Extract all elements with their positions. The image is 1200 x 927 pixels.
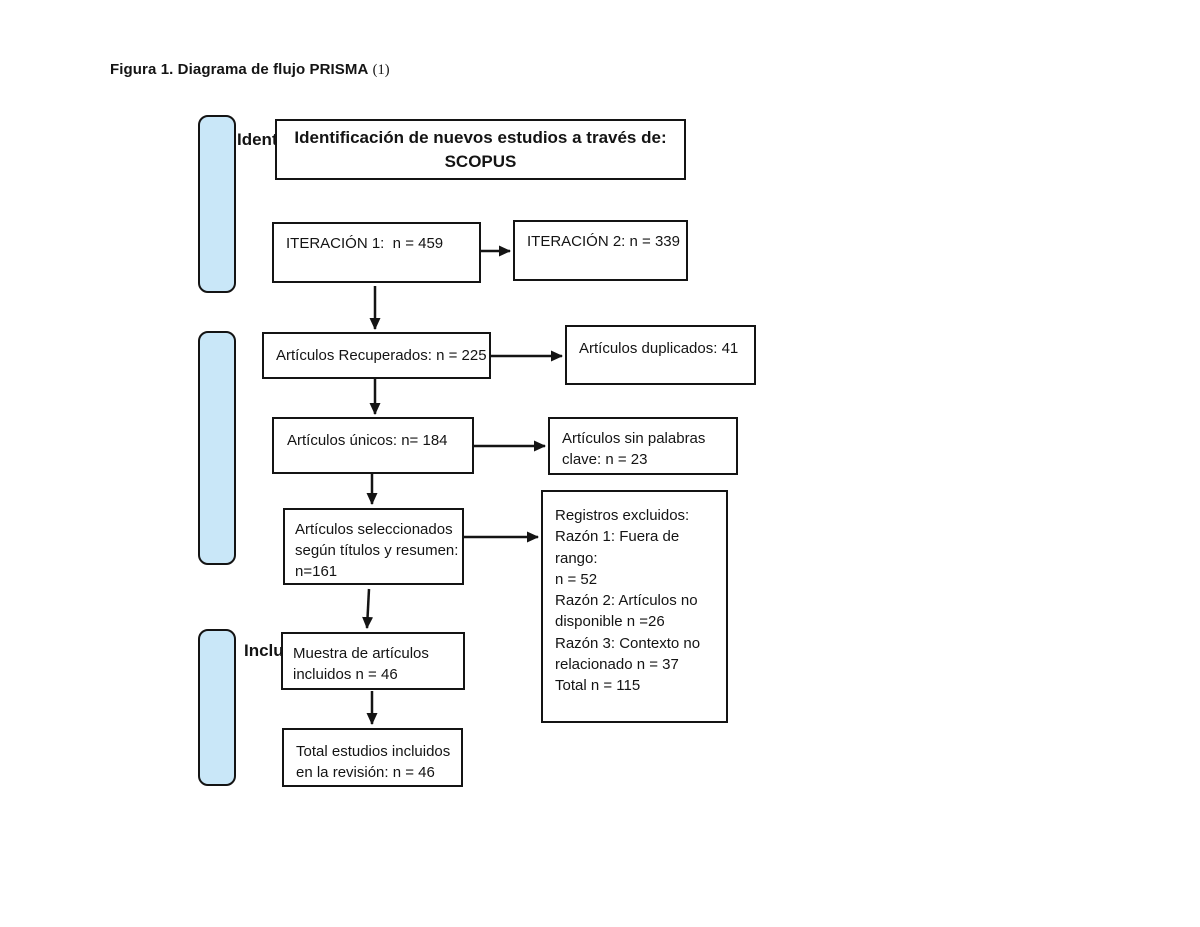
stage-bar-screening (198, 331, 236, 565)
iteracion1-box: ITERACIÓN 1: n = 459 (272, 222, 481, 283)
articulos-recuperados-box: Artículos Recuperados: n = 225 (262, 332, 491, 379)
stage-bar-identification (198, 115, 236, 293)
articulos-duplicados-box: Artículos duplicados: 41 (565, 325, 756, 385)
arrow-seleccionados-down-icon (362, 588, 374, 629)
stage-label-included: Inclu (244, 641, 284, 660)
figure-caption-suffix: (1) (372, 62, 390, 78)
scopus-header-box: Identificación de nuevos estudios a trav… (275, 119, 686, 180)
total-estudios-incluidos-box: Total estudios incluidos en la revisión:… (282, 728, 463, 787)
figure-caption-title: Figura 1. Diagrama de flujo PRISMA (110, 61, 369, 78)
stage-label-identification: Ident (237, 130, 278, 149)
muestra-articulos-incluidos-box: Muestra de artículos incluidos n = 46 (281, 632, 465, 690)
articulos-seleccionados-box: Artículos seleccionados según títulos y … (283, 508, 464, 585)
articulos-unicos-box: Artículos únicos: n= 184 (272, 417, 474, 474)
iteracion2-box: ITERACIÓN 2: n = 339 (513, 220, 688, 281)
stage-bar-included (198, 629, 236, 786)
figure-caption: Figura 1. Diagrama de flujo PRISMA (1) (110, 61, 390, 79)
articulos-sin-palabras-clave-box: Artículos sin palabras clave: n = 23 (548, 417, 738, 475)
registros-excluidos-box: Registros excluidos: Razón 1: Fuera de r… (541, 490, 728, 723)
